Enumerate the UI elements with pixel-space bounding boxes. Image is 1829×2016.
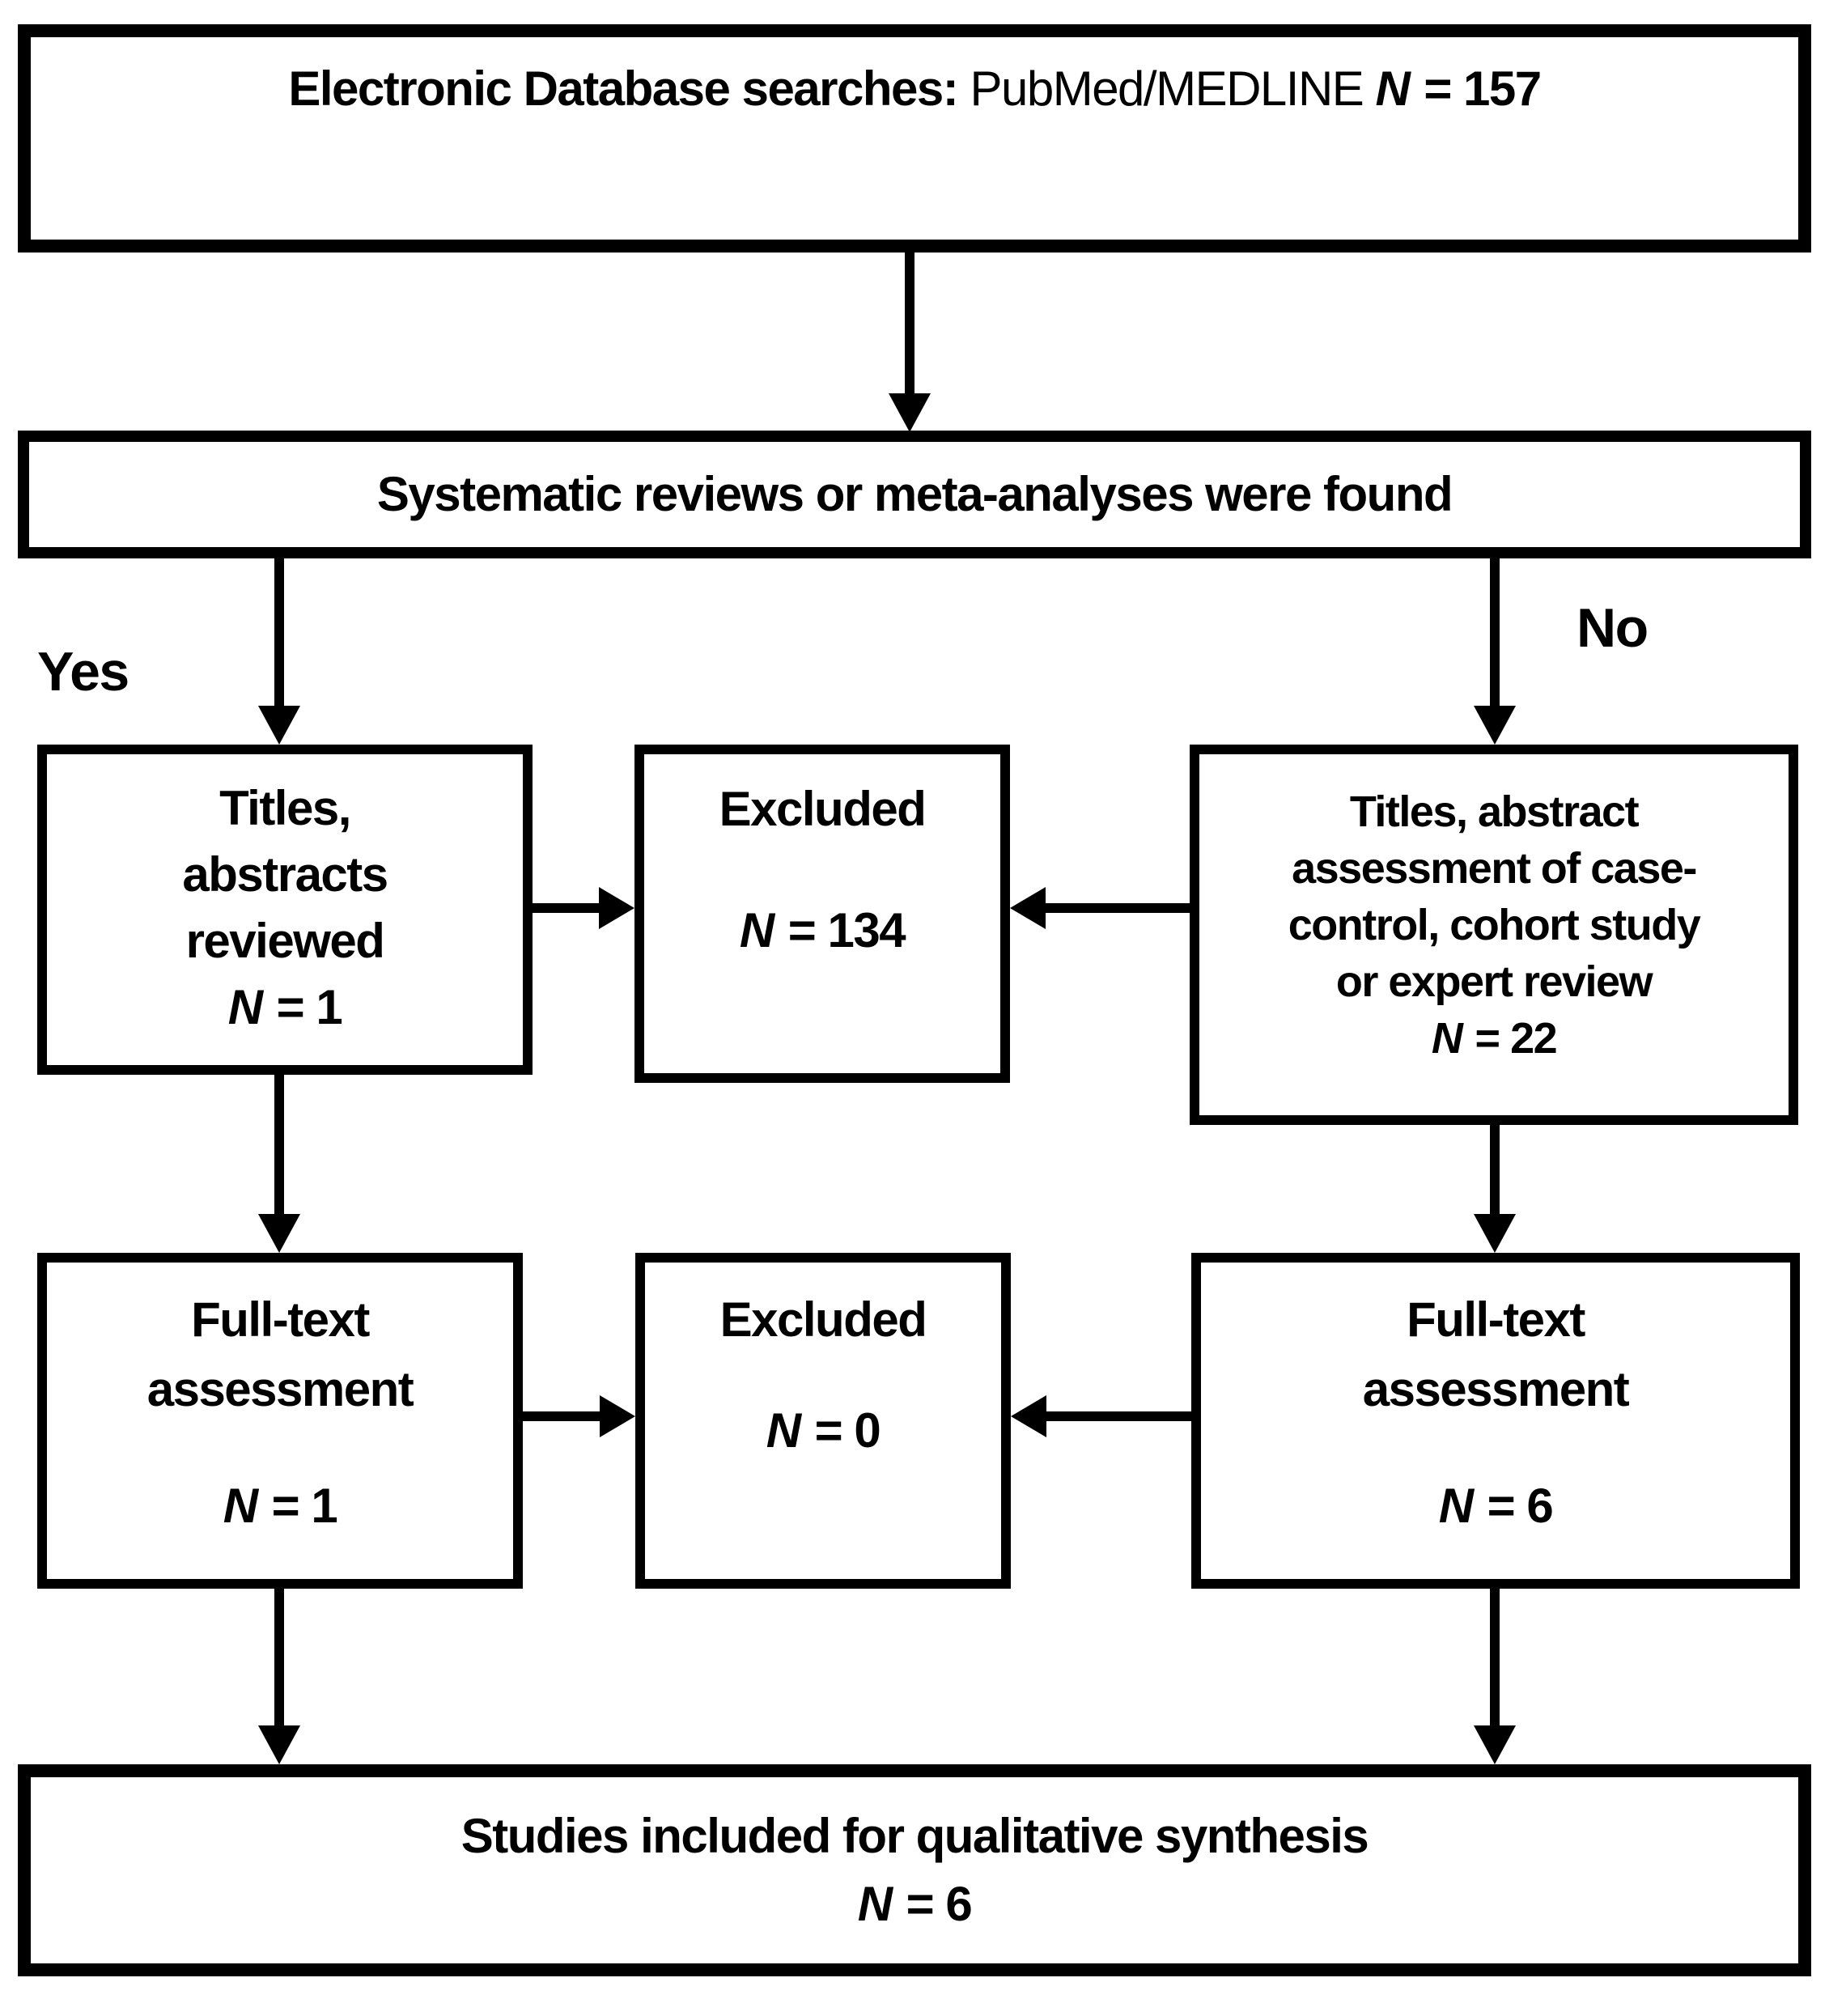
count-line: N= 22 <box>1431 1010 1558 1067</box>
decision-text: Systematic reviews or meta-analyses were… <box>376 467 1453 521</box>
box-line: Full-text <box>1407 1292 1585 1347</box>
n-value: = 134 <box>787 903 906 957</box>
box-line: Titles, <box>219 781 351 835</box>
no-branch-arrow-head <box>1474 706 1516 745</box>
box-line: Full-text <box>191 1292 370 1347</box>
count-line: N= 1 <box>227 974 343 1041</box>
fulltext-excluded-arrow-yes-head <box>600 1395 635 1437</box>
n-symbol: N <box>766 1403 801 1458</box>
screening-excluded-arrow-yes-line <box>533 903 602 913</box>
n-symbol: N <box>1438 1479 1474 1533</box>
box-line: Titles, abstract <box>1349 787 1640 836</box>
count-line: N= 6 <box>1438 1471 1554 1541</box>
box-line: assessment of case- <box>1292 844 1697 893</box>
no-fulltext-arrow-line <box>1490 1125 1500 1216</box>
n-symbol: N <box>1431 1014 1463 1063</box>
search-box-text: Electronic Database searches: PubMed/MED… <box>288 60 1542 118</box>
count-line: N= 134 <box>739 898 906 964</box>
yes-fulltext-arrow-head <box>258 1214 300 1253</box>
no-included-arrow-head <box>1474 1725 1516 1764</box>
fulltext-no-box: Full-text assessment N= 6 <box>1191 1253 1800 1589</box>
no-fulltext-arrow-head <box>1474 1214 1516 1253</box>
included-box: Studies included for qualitative synthes… <box>18 1764 1811 1976</box>
n-value: = 157 <box>1424 62 1542 116</box>
count-line: N= 1 <box>223 1471 338 1541</box>
decision-box: Systematic reviews or meta-analyses were… <box>18 431 1811 558</box>
box-line: reviewed <box>185 914 385 968</box>
fulltext-excluded-arrow-no-line <box>1045 1411 1191 1421</box>
n-value: = 1 <box>276 980 343 1034</box>
yes-branch-arrow-head <box>258 706 300 745</box>
yes-included-arrow-line <box>274 1589 284 1726</box>
yes-branch-arrow-line <box>274 558 284 707</box>
n-value: = 6 <box>1487 1479 1554 1533</box>
no-label: No <box>1577 597 1649 659</box>
n-value: = 1 <box>271 1479 338 1533</box>
n-symbol: N <box>857 1877 893 1931</box>
titles-reviewed-box: Titles, abstracts reviewed N= 1 <box>37 745 533 1075</box>
excluded-title: Excluded <box>719 1292 927 1347</box>
yes-included-arrow-head <box>258 1725 300 1764</box>
box-line: or expert review <box>1335 957 1653 1006</box>
n-value: = 22 <box>1475 1014 1558 1063</box>
fulltext-yes-box: Full-text assessment N= 1 <box>37 1253 523 1589</box>
box-line: control, cohort study <box>1288 901 1701 949</box>
n-value: = 6 <box>906 1877 973 1931</box>
search-source: PubMed/MEDLINE <box>970 62 1364 116</box>
search-box: Electronic Database searches: PubMed/MED… <box>18 24 1811 253</box>
excluded-fulltext-box: Excluded N= 0 <box>635 1253 1011 1589</box>
search-label: Electronic Database searches: <box>288 62 958 116</box>
excluded-title: Excluded <box>719 782 927 836</box>
box-line: assessment <box>1362 1362 1630 1416</box>
excluded-screening-box: Excluded N= 134 <box>634 745 1010 1083</box>
included-text: Studies included for qualitative synthes… <box>460 1809 1369 1863</box>
no-branch-arrow-line <box>1490 558 1500 707</box>
yes-fulltext-arrow-line <box>274 1075 284 1216</box>
box-line: abstracts <box>182 847 388 902</box>
arrow-search-to-decision-head <box>889 393 931 432</box>
count-line: N= 0 <box>766 1398 881 1464</box>
n-symbol: N <box>1375 62 1411 116</box>
screening-excluded-arrow-no-head <box>1010 887 1046 929</box>
n-symbol: N <box>223 1479 258 1533</box>
n-value: = 0 <box>814 1403 881 1458</box>
box-line: assessment <box>146 1362 414 1416</box>
fulltext-excluded-arrow-no-head <box>1011 1395 1046 1437</box>
screening-excluded-arrow-no-line <box>1044 903 1190 913</box>
n-symbol: N <box>739 903 774 957</box>
n-symbol: N <box>227 980 263 1034</box>
count-line: N= 6 <box>857 1870 973 1938</box>
no-included-arrow-line <box>1490 1589 1500 1726</box>
arrow-search-to-decision-line <box>905 253 914 395</box>
yes-label: Yes <box>37 641 129 702</box>
fulltext-excluded-arrow-yes-line <box>523 1411 600 1421</box>
titles-assessment-box: Titles, abstract assessment of case- con… <box>1190 745 1798 1125</box>
screening-excluded-arrow-yes-head <box>599 887 634 929</box>
